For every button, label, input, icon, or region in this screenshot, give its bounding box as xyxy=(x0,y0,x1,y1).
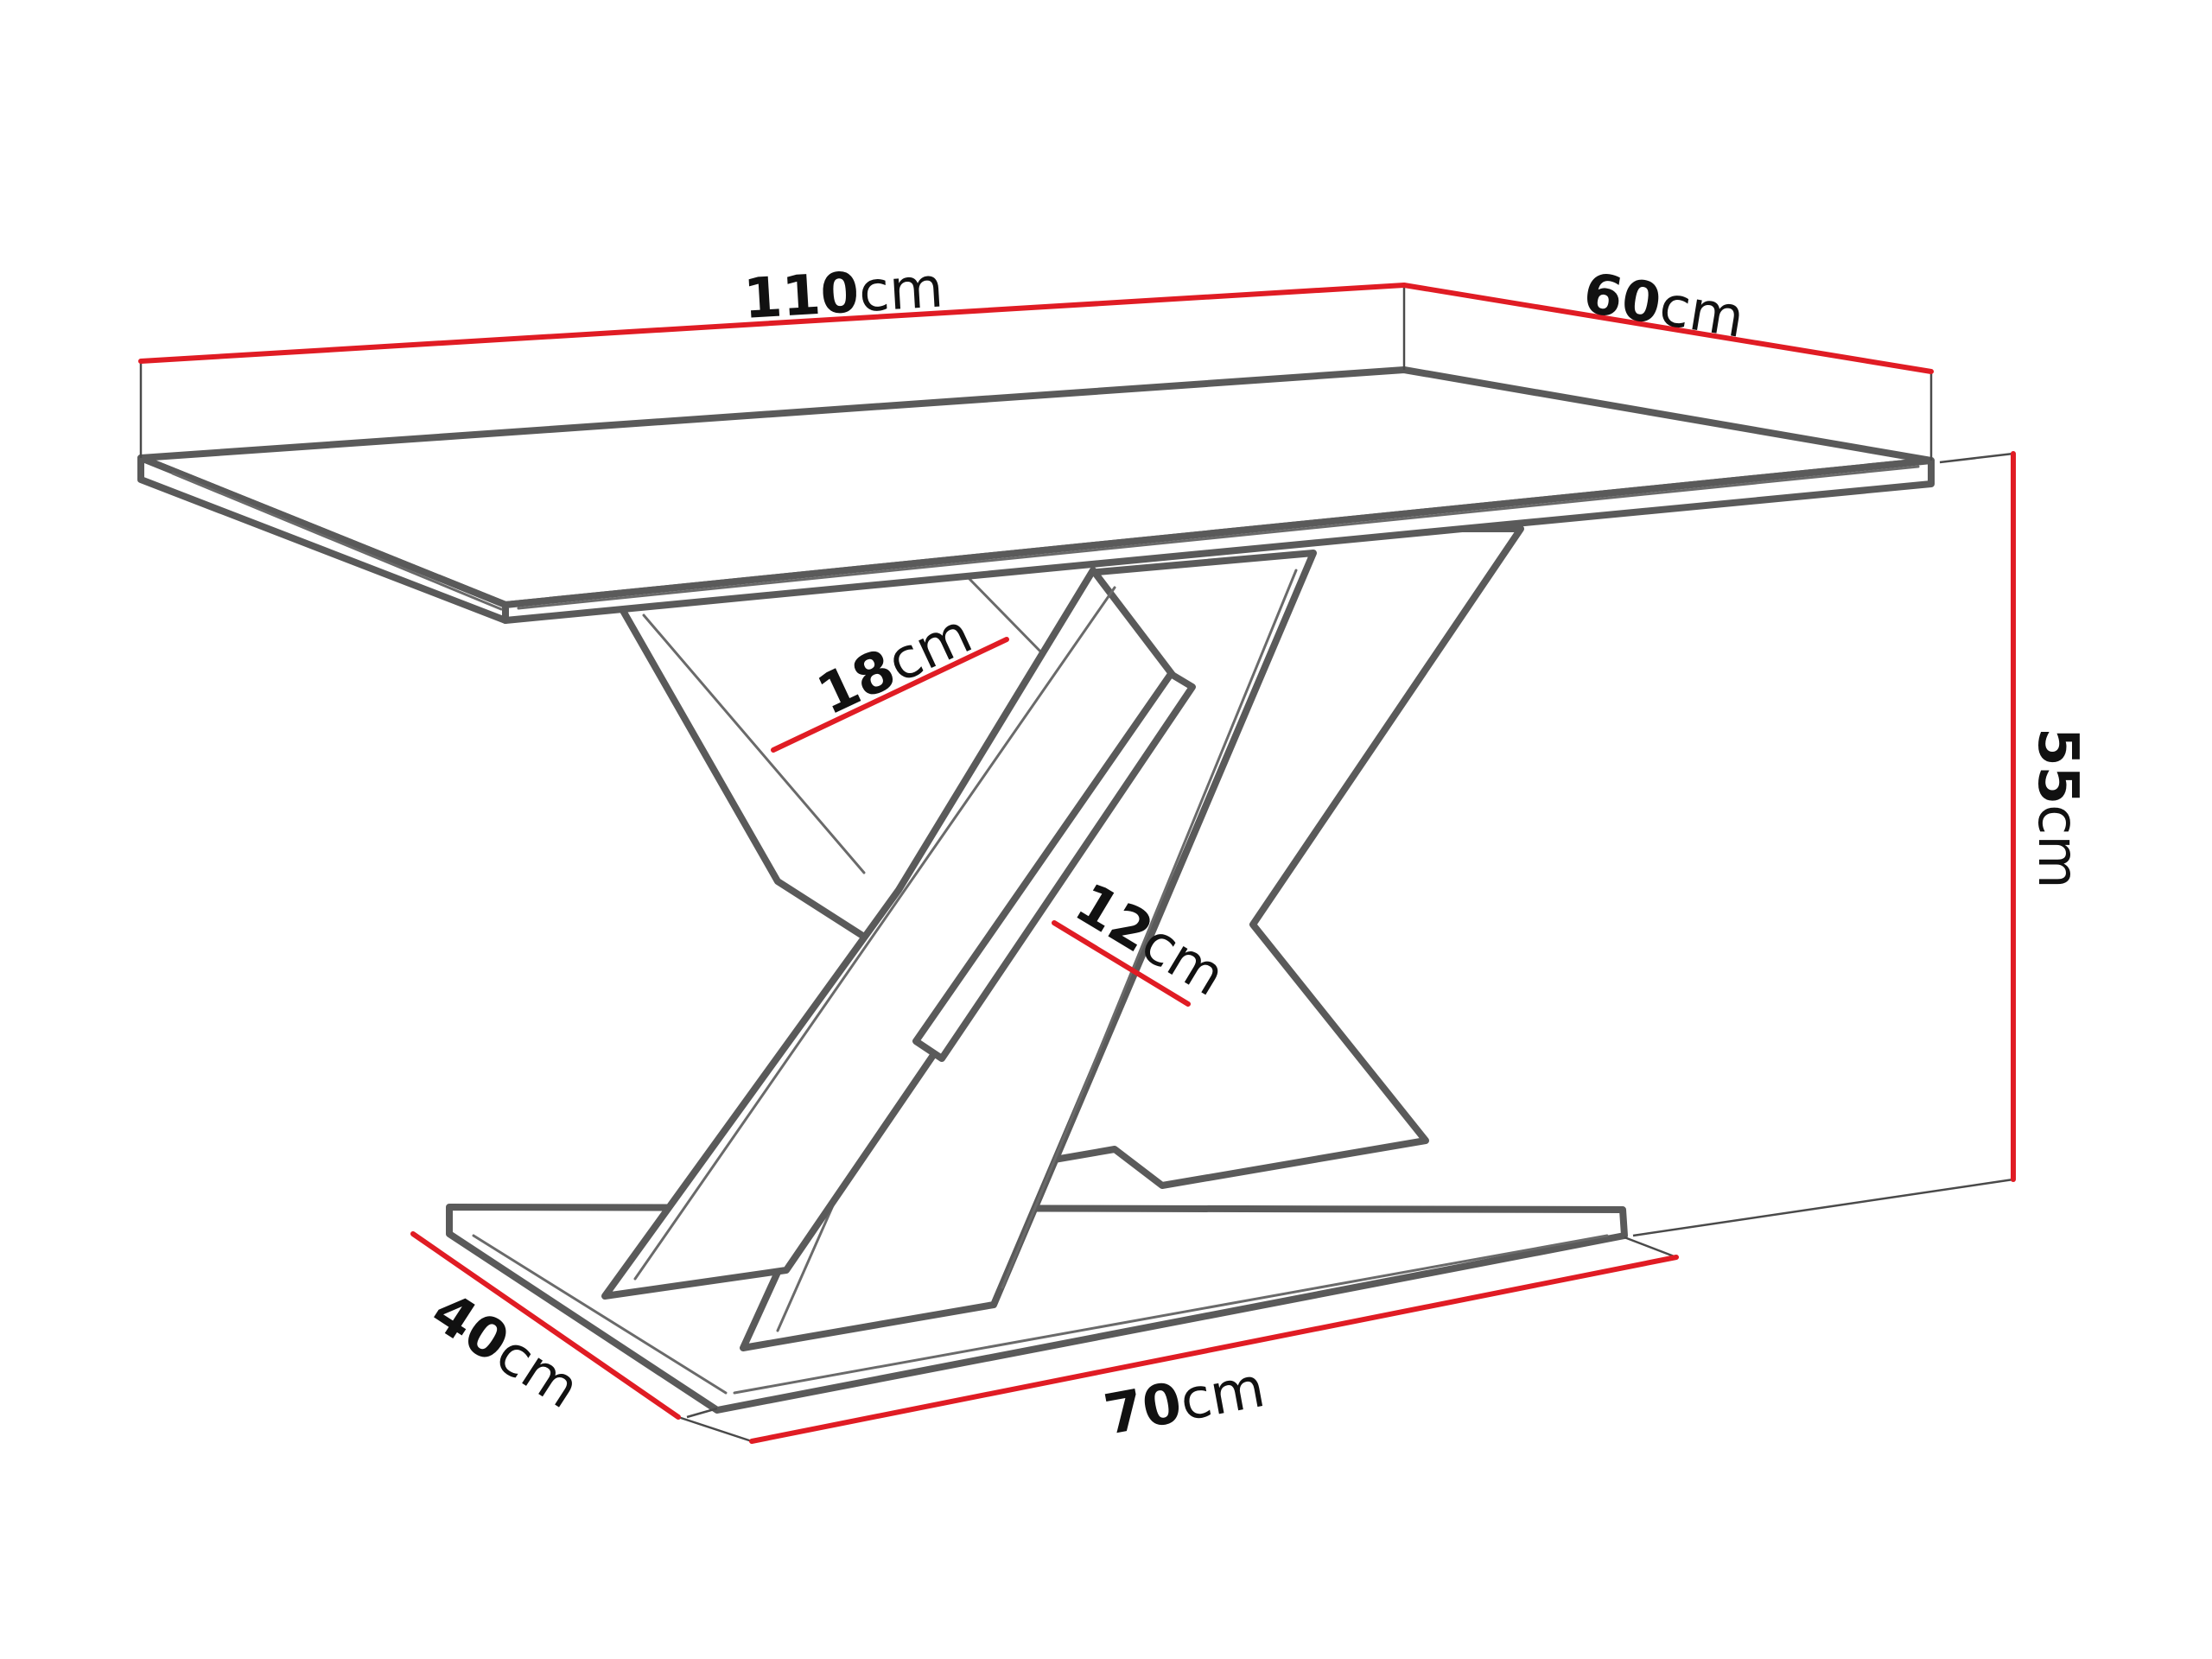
height-label: 55cm xyxy=(2025,728,2089,889)
length-label: 110cm xyxy=(742,256,945,332)
base-width-dimension-line xyxy=(410,1231,681,1420)
table-top xyxy=(137,366,1935,624)
dimension-lines xyxy=(138,283,2016,1444)
front-leg-diagonal-b xyxy=(601,567,1196,1300)
base-length-dimension-line xyxy=(749,1255,1679,1444)
leg-width-dimension-line xyxy=(771,637,1009,753)
width-dimension-line xyxy=(1402,283,1934,374)
base-length-label: 70cm xyxy=(1099,1356,1269,1448)
extension-lines xyxy=(139,285,2014,1443)
length-dimension-line xyxy=(138,283,1407,364)
leg-depth-dimension-line xyxy=(1052,920,1191,1007)
width-label: 60cm xyxy=(1579,262,1748,351)
